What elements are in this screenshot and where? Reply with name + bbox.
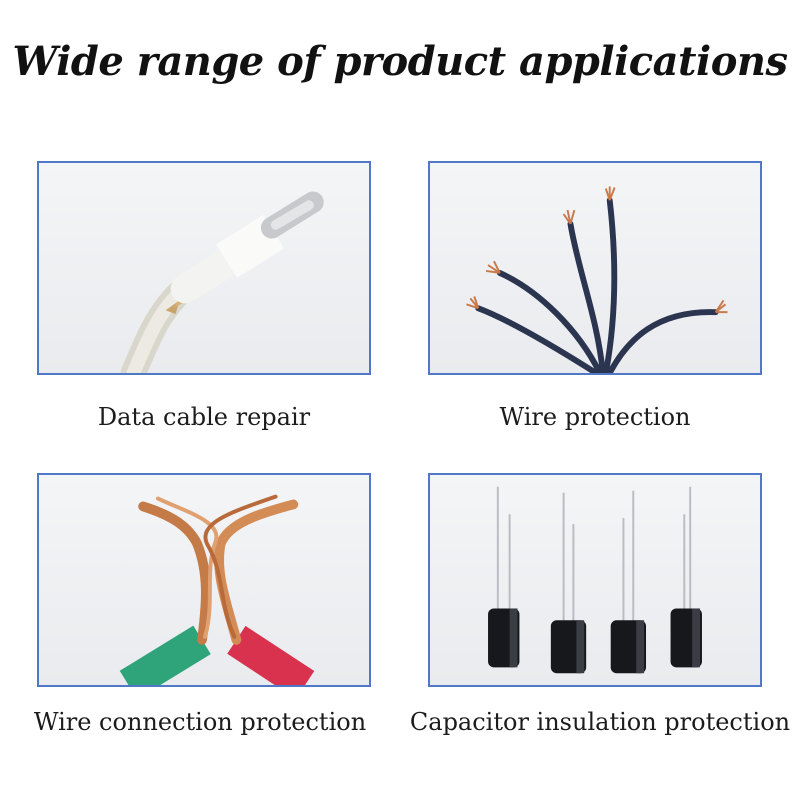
caption-wire-protection: Wire protection	[499, 403, 691, 431]
capacitors-image	[488, 486, 702, 674]
lightning-cable-image	[120, 191, 324, 373]
caption-data-cable-repair: Data cable repair	[97, 403, 311, 431]
stripped-wires-image	[466, 186, 728, 373]
page-title: Wide range of product applications	[12, 38, 789, 85]
twisted-copper-image	[119, 494, 315, 685]
caption-wire-connection-protection: Wire connection protection	[33, 708, 367, 736]
panel-wires	[428, 161, 762, 375]
panel-data-cable	[37, 161, 371, 375]
panel-capacitors	[428, 473, 762, 687]
panel-twisted-wires	[37, 473, 371, 687]
caption-capacitor-insulation-protection: Capacitor insulation protection	[409, 708, 791, 736]
